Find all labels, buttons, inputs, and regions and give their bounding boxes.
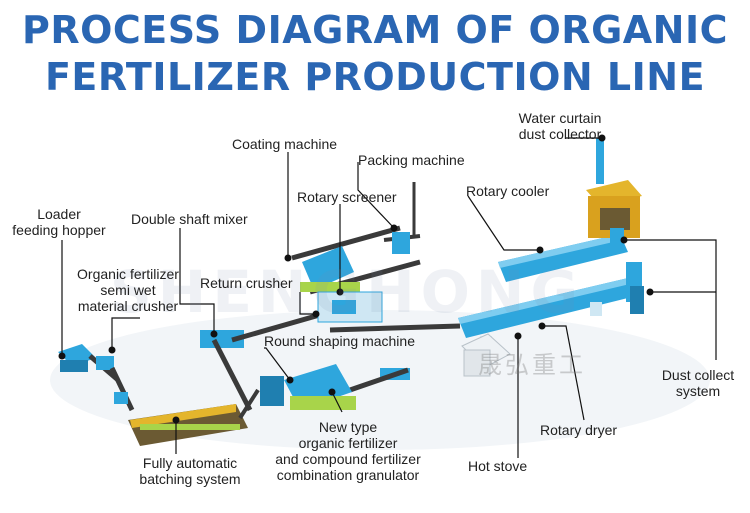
label-line: material crusher: [77, 298, 179, 314]
return-crusher-area: [317, 291, 383, 323]
batching-system: [128, 388, 260, 446]
label-loader-feeding-hopper: Loader feeding hopper: [4, 206, 114, 238]
label-semi-wet-crusher: Organic fertilizer semi wet material cru…: [66, 266, 190, 314]
label-hot-stove: Hot stove: [468, 458, 528, 474]
label-line: organic fertilizer: [298, 435, 398, 451]
rotary-screener: [300, 246, 360, 292]
label-line: combination granulator: [276, 467, 420, 483]
label-line: Dust collect: [661, 367, 735, 383]
label-line: Organic fertilizer: [77, 266, 179, 282]
dust-collect-system: [610, 228, 644, 314]
label-line: and compound fertilizer: [275, 451, 421, 467]
label-coating-machine: Coating machine: [232, 136, 338, 152]
hot-stove: [461, 333, 511, 377]
label-line: semi wet: [100, 282, 156, 298]
round-shaping-machine: [329, 323, 461, 393]
label-line: Fully automatic: [142, 455, 238, 471]
semi-wet-crusher: [96, 356, 135, 412]
rotary-cooler: [498, 234, 628, 282]
label-water-curtain-dust-collector: Water curtain dust collector: [500, 110, 620, 142]
label-round-shaping-machine: Round shaping machine: [264, 333, 415, 349]
label-batching-system: Fully automatic batching system: [128, 455, 252, 487]
label-line: system: [675, 383, 721, 399]
leader-dots: [58, 134, 654, 424]
label-dust-collect-system: Dust collect system: [656, 367, 740, 399]
diagram-title-line-1: PROCESS DIAGRAM OF ORGANIC: [22, 8, 728, 52]
label-line: Water curtain: [518, 110, 602, 126]
label-combination-granulator: New type organic fertilizer and compound…: [262, 419, 434, 483]
label-line: batching system: [139, 471, 241, 487]
label-rotary-dryer: Rotary dryer: [540, 422, 618, 438]
label-line: Loader: [37, 206, 81, 222]
diagram-title-line-2: FERTILIZER PRODUCTION LINE: [44, 55, 706, 99]
leader-lines: [61, 137, 717, 458]
label-line: dust collector: [518, 126, 602, 142]
brand-watermark: SHENGHONG: [110, 258, 585, 326]
label-double-shaft-mixer: Double shaft mixer: [131, 211, 248, 227]
water-curtain-dust-collector: [586, 138, 642, 238]
label-return-crusher: Return crusher: [200, 275, 293, 291]
chinese-watermark: 晟弘重工: [478, 351, 586, 379]
label-rotary-cooler: Rotary cooler: [466, 183, 550, 199]
label-line: feeding hopper: [12, 222, 106, 238]
label-rotary-screener: Rotary screener: [297, 189, 397, 205]
label-line: New type: [318, 419, 378, 435]
label-packing-machine: Packing machine: [358, 152, 465, 168]
